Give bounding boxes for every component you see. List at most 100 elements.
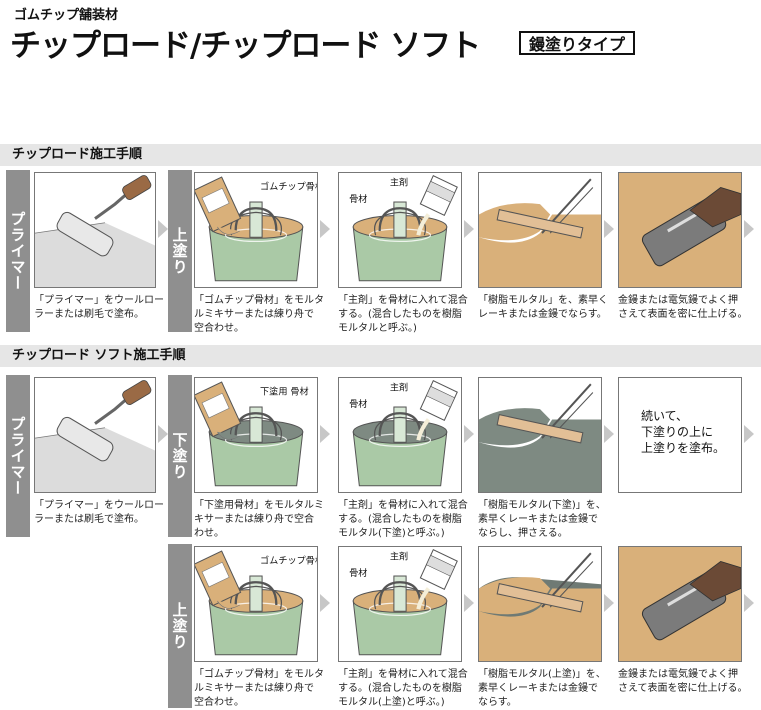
step-caption-line: さえて表面を密に仕上げる。 [618, 309, 748, 320]
step-caption-line: 金鏝または電気鏝でよく押 [618, 669, 738, 680]
step-bucket-bag: 下塗用 骨材 [194, 377, 318, 493]
step-caption-line: 金鏝または電気鏝でよく押 [618, 295, 738, 306]
step-caption: 金鏝または電気鏝でよく押さえて表面を密に仕上げる。 [618, 668, 758, 696]
step-caption-line: レーキまたは金鏝でならす。 [478, 309, 607, 320]
step-caption: 「樹脂モルタル(上塗)」を、素早くレーキまたは金鏝でならす。 [478, 668, 618, 710]
step-rake [478, 172, 602, 288]
step-caption: 金鏝または電気鏝でよく押さえて表面を密に仕上げる。 [618, 294, 758, 322]
step-caption: 「樹脂モルタル(下塗)」を、素早くレーキまたは金鏝でならし、押さえる。 [478, 499, 618, 541]
flow-arrow [320, 220, 330, 238]
primer-label-bar: プライマー [6, 375, 30, 537]
product-subtitle: ゴムチップ舗装材 [14, 8, 119, 23]
step-trowel-illustration [619, 547, 741, 661]
primer-caption-line: ラーまたは刷毛で塗布。 [34, 514, 144, 525]
flow-arrow [158, 220, 168, 238]
step-caption-line: ルミキサーまたは練り舟で [194, 683, 314, 694]
step-caption-line: ならす。 [478, 697, 517, 708]
svg-text:主剤: 主剤 [390, 381, 408, 393]
step-caption-line: 「ゴムチップ骨材」をモルタ [194, 669, 324, 680]
step-caption: 「主剤」を骨材に入れて混合する。(混合したものを樹脂モルタル(下塗)と呼ぶ。) [338, 499, 478, 541]
flow-arrow [464, 220, 474, 238]
section-heading: チップロード ソフト施工手順 [0, 345, 761, 367]
step-bucket-pour: 主剤骨材 [338, 377, 462, 493]
flow-arrow [464, 425, 474, 443]
flow-arrow [604, 425, 614, 443]
step-caption: 「樹脂モルタル」を、素早くレーキまたは金鏝でならす。 [478, 294, 618, 322]
note-line: 上塗りを塗布。 [641, 441, 726, 455]
coat-label-bar: 上塗り [168, 544, 192, 708]
flow-arrow [604, 594, 614, 612]
step-caption-line: する。(混合したものを樹脂 [338, 309, 462, 320]
page-title: チップロード/チップロード ソフト [10, 28, 481, 64]
step-bucket-bag-illustration: ゴムチップ骨材 [195, 547, 317, 661]
step-caption-line: 素早くレーキまたは金鏝で [478, 514, 598, 525]
primer-caption-line: 「プライマー」をウールロー [34, 295, 164, 306]
step-bucket-bag-illustration: 下塗用 骨材 [195, 378, 317, 492]
step-caption: 「主剤」を骨材に入れて混合する。(混合したものを樹脂モルタルと呼ぶ。) [338, 294, 478, 336]
primer-illustration [34, 377, 156, 493]
section-heading: チップロード施工手順 [0, 144, 761, 166]
step-caption: 「ゴムチップ骨材」をモルタルミキサーまたは練り舟で空合わせ。 [194, 294, 334, 336]
primer-caption: 「プライマー」をウールローラーまたは刷毛で塗布。 [34, 294, 164, 322]
type-badge: 鏝塗りタイプ [519, 31, 635, 55]
coat-label-bar: 下塗り [168, 375, 192, 537]
svg-text:主剤: 主剤 [390, 176, 408, 188]
primer-illustration-illustration [35, 173, 155, 287]
step-caption-line: 空合わせ。 [194, 697, 244, 708]
svg-text:下塗用 骨材: 下塗用 骨材 [260, 385, 309, 397]
flow-arrow [320, 425, 330, 443]
flow-arrow [744, 220, 754, 238]
step-caption-line: モルタル(下塗)と呼ぶ。) [338, 528, 445, 539]
flow-arrow [744, 594, 754, 612]
note-box: 続いて、下塗りの上に上塗りを塗布。 [618, 377, 742, 493]
step-caption-line: モルタルと呼ぶ。) [338, 323, 417, 334]
flow-arrow [744, 425, 754, 443]
step-caption-line: する。(混合したものを樹脂 [338, 683, 462, 694]
step-caption-line: モルタル(上塗)と呼ぶ。) [338, 697, 445, 708]
flow-arrow [158, 425, 168, 443]
step-caption-line: する。(混合したものを樹脂 [338, 514, 462, 525]
step-caption-line: 「樹脂モルタル」を、素早く [478, 295, 608, 306]
step-bucket-pour: 主剤骨材 [338, 546, 462, 662]
flow-arrow [604, 220, 614, 238]
primer-label-bar: プライマー [6, 170, 30, 332]
step-trowel [618, 546, 742, 662]
svg-text:ゴムチップ骨材: ゴムチップ骨材 [260, 180, 317, 192]
step-caption-line: 素早くレーキまたは金鏝で [478, 683, 598, 694]
step-rake [478, 377, 602, 493]
step-caption-line: 「主剤」を骨材に入れて混合 [338, 669, 468, 680]
svg-text:骨材: 骨材 [349, 193, 367, 205]
step-caption-line: ルミキサーまたは練り舟で [194, 309, 314, 320]
step-caption-line: 「下塗用骨材」をモルタルミ [194, 500, 324, 511]
step-caption: 「下塗用骨材」をモルタルミキサーまたは練り舟で空合わせ。 [194, 499, 334, 541]
step-trowel [618, 172, 742, 288]
coat-label-bar: 上塗り [168, 170, 192, 332]
step-caption-line: 「主剤」を骨材に入れて混合 [338, 500, 468, 511]
primer-illustration-illustration [35, 378, 155, 492]
step-caption-line: わせ。 [194, 528, 224, 539]
step-caption: 「主剤」を骨材に入れて混合する。(混合したものを樹脂モルタル(上塗)と呼ぶ。) [338, 668, 478, 710]
step-caption-line: ならし、押さえる。 [478, 528, 568, 539]
step-bucket-bag: ゴムチップ骨材 [194, 546, 318, 662]
step-rake-illustration [479, 173, 601, 287]
note-line: 続いて、 [641, 409, 689, 423]
primer-illustration [34, 172, 156, 288]
primer-caption-line: ラーまたは刷毛で塗布。 [34, 309, 144, 320]
flow-arrow [320, 594, 330, 612]
step-caption-line: 空合わせ。 [194, 323, 244, 334]
step-rake-illustration [479, 378, 601, 492]
step-bucket-bag: ゴムチップ骨材 [194, 172, 318, 288]
svg-text:主剤: 主剤 [390, 550, 408, 562]
step-caption-line: さえて表面を密に仕上げる。 [618, 683, 748, 694]
step-rake [478, 546, 602, 662]
svg-text:骨材: 骨材 [349, 398, 367, 410]
step-caption-line: 「主剤」を骨材に入れて混合 [338, 295, 468, 306]
step-bucket-pour: 主剤骨材 [338, 172, 462, 288]
step-caption: 「ゴムチップ骨材」をモルタルミキサーまたは練り舟で空合わせ。 [194, 668, 334, 710]
note-line: 下塗りの上に [641, 425, 714, 439]
step-trowel-illustration [619, 173, 741, 287]
step-bucket-bag-illustration: ゴムチップ骨材 [195, 173, 317, 287]
